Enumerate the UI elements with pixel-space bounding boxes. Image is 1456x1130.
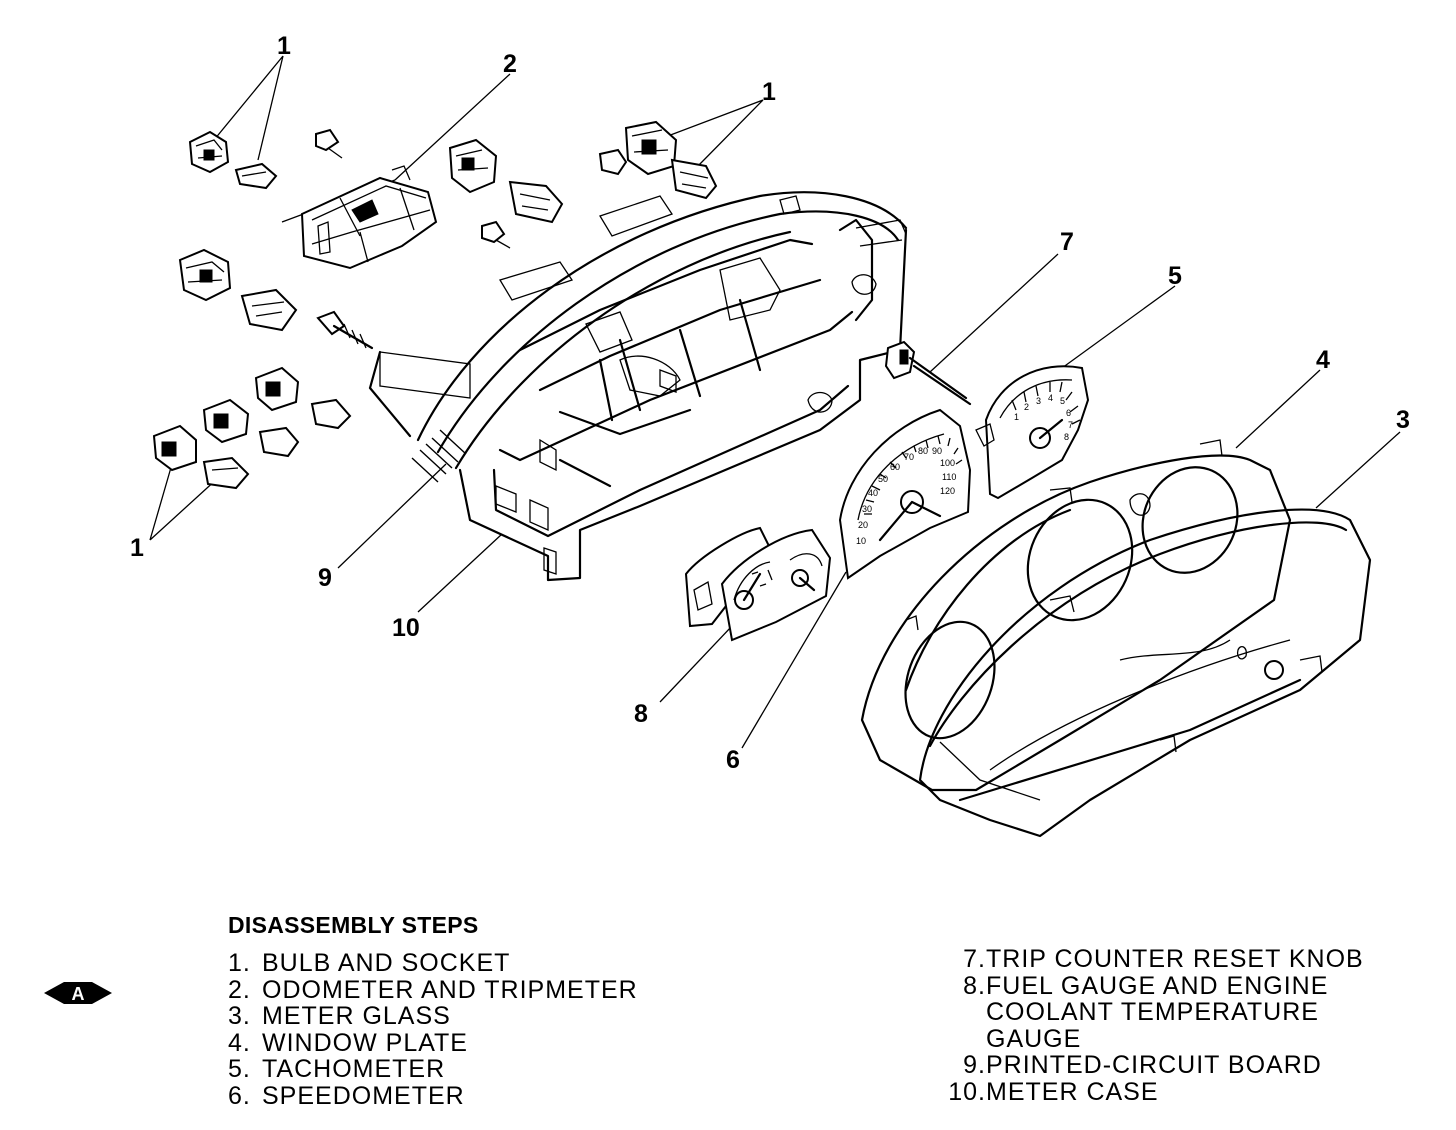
callout-label: 10: [392, 614, 420, 642]
speedometer-dial-label: 70: [904, 452, 914, 462]
bulb-and-socket-parts: [152, 120, 718, 490]
step-item: 3. METER GLASS: [228, 1003, 638, 1030]
tachometer-dial-label: 3: [1036, 396, 1041, 406]
speedometer-dial-label: 90: [932, 446, 942, 456]
fuel-and-coolant-gauge: [684, 526, 832, 642]
callout-label: 1: [277, 32, 291, 60]
tachometer-dial-label: 6: [1066, 408, 1071, 418]
step-item: 6. SPEEDOMETER: [228, 1081, 638, 1110]
step-item: 5. TACHOMETER: [228, 1056, 638, 1083]
speedometer-dial-label: 10: [856, 536, 866, 546]
speedometer-dial-label: 30: [862, 504, 872, 514]
step-number: 7.: [963, 945, 986, 973]
step-number: 5.: [228, 1055, 251, 1083]
step-text: ODOMETER AND TRIPMETER: [262, 975, 638, 1004]
step-text: TRIP COUNTER RESET KNOB: [986, 945, 1364, 973]
step-text: BULB AND SOCKET: [262, 949, 511, 977]
callout-label: 9: [318, 564, 332, 592]
tachometer-dial-label: 2: [1024, 402, 1029, 412]
meter-glass: [918, 508, 1372, 838]
step-number: 9.: [963, 1051, 986, 1079]
callout-label: 7: [1060, 228, 1074, 256]
step-item: 4. WINDOW PLATE: [228, 1028, 638, 1057]
step-text: FUEL GAUGE AND ENGINE COOLANT TEMPERATUR…: [986, 971, 1329, 1053]
speedometer-dial-label: 110: [942, 472, 956, 482]
step-number: 10.: [948, 1077, 986, 1106]
leader-lines: [149, 55, 1401, 749]
speedometer-dial-label: 80: [918, 446, 928, 456]
speedometer-dial-label: 50: [878, 474, 888, 484]
service-point-label: A: [72, 984, 85, 1004]
callout-label: 6: [726, 746, 740, 774]
step-item: 9.PRINTED-CIRCUIT BOARD: [940, 1052, 1364, 1079]
service-point-a-marker: A: [44, 982, 112, 1004]
step-number: 8.: [963, 971, 986, 1000]
step-text: METER CASE: [986, 1077, 1159, 1106]
speedometer-dial-label: 60: [890, 462, 900, 472]
step-number: 2.: [228, 975, 251, 1004]
tachometer-dial-label: 5: [1060, 396, 1065, 406]
step-item: 2. ODOMETER AND TRIPMETER: [228, 975, 638, 1004]
steps-list-left: 1. BULB AND SOCKET 2. ODOMETER AND TRIPMET…: [228, 950, 638, 1109]
speedometer-dial-label: 100: [940, 458, 955, 468]
tachometer-dial-label: 7: [1068, 420, 1073, 430]
steps-title: DISASSEMBLY STEPS: [228, 912, 479, 938]
step-text: WINDOW PLATE: [262, 1028, 468, 1057]
odometer-and-tripmeter: [300, 165, 438, 270]
step-number: 1.: [228, 949, 251, 977]
callout-label: 1: [762, 78, 776, 106]
speedometer: 10 20 30 40 50 60 70 80 90 100 110 120: [838, 408, 972, 580]
step-item: 8.FUEL GAUGE AND ENGINE COOLANT TEMPERAT…: [940, 971, 1364, 1053]
steps-list-right: 7.TRIP COUNTER RESET KNOB 8.FUEL GAUGE A…: [940, 946, 1364, 1105]
step-text: TACHOMETER: [262, 1055, 446, 1083]
step-number: 4.: [228, 1028, 251, 1057]
callout-label: 1: [130, 534, 144, 562]
speedometer-dial-label: 20: [858, 520, 868, 530]
step-number: 6.: [228, 1081, 251, 1110]
callout-labels: 1 2 1 7 5 4 3 1 9 10 8 6: [130, 32, 1410, 774]
tachometer-dial-label: 1: [1014, 412, 1019, 422]
step-text: SPEEDOMETER: [262, 1081, 465, 1110]
step-item: 7.TRIP COUNTER RESET KNOB: [940, 946, 1364, 973]
speedometer-dial-label: 120: [940, 486, 955, 496]
step-number: 3.: [228, 1002, 251, 1030]
speedometer-dial-label: 40: [868, 488, 878, 498]
meter-case-and-circuit-board: [368, 191, 908, 582]
callout-label: 4: [1316, 346, 1330, 374]
step-item: 1. BULB AND SOCKET: [228, 950, 638, 977]
callout-label: 3: [1396, 406, 1410, 434]
step-text: METER GLASS: [262, 1002, 451, 1030]
tachometer-dial-label: 8: [1064, 432, 1069, 442]
trip-counter-reset-knob: [884, 340, 972, 406]
callout-label: 8: [634, 700, 648, 728]
step-item: 10.METER CASE: [940, 1077, 1364, 1106]
callout-label: 5: [1168, 262, 1182, 290]
callout-label: 2: [503, 50, 517, 78]
tachometer: 1 2 3 4 5 6 7 8: [975, 365, 1090, 500]
window-plate: [860, 439, 1292, 792]
tachometer-dial-label: 4: [1048, 393, 1053, 403]
step-text: PRINTED-CIRCUIT BOARD: [986, 1051, 1322, 1079]
